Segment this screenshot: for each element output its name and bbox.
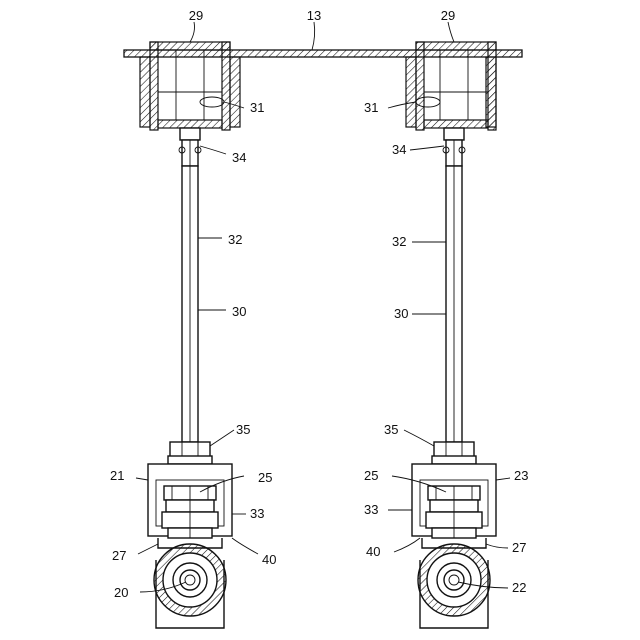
right-top-clip (443, 128, 465, 166)
right-rod-label: 32 (392, 234, 406, 249)
right-bottom-clip-label: 35 (384, 422, 398, 437)
left-tube-label: 30 (232, 304, 246, 319)
left-top-clip (179, 128, 201, 166)
left-tube (182, 166, 198, 442)
right-nut-label: 33 (364, 502, 378, 517)
left-bottom-clip-label: 35 (236, 422, 250, 437)
right-clamp-label: 25 (364, 468, 378, 483)
right-bottom-clip (432, 442, 476, 464)
left-clamp-body (148, 464, 232, 538)
left-clamp-label: 25 (258, 470, 272, 485)
right-tube (446, 166, 462, 442)
right-hanger-assembly (406, 42, 496, 628)
right-bracket-label: 29 (441, 8, 455, 23)
left-collar-label: 40 (262, 552, 276, 567)
ceiling-label: 13 (307, 8, 321, 23)
right-top-clip-label: 34 (392, 142, 406, 157)
left-top-clip-label: 34 (232, 150, 246, 165)
left-pipe (154, 544, 226, 628)
left-assembly-label: 21 (110, 468, 124, 483)
left-pin-hole-label: 31 (250, 100, 264, 115)
right-pin-hole-label: 31 (364, 100, 378, 115)
left-hanger-assembly (140, 42, 240, 628)
right-pipe-label: 22 (512, 580, 526, 595)
right-assembly-label: 23 (514, 468, 528, 483)
left-bottom-clip (168, 442, 212, 464)
left-nut-label: 33 (250, 506, 264, 521)
left-clip-plate-label: 27 (112, 548, 126, 563)
right-collar-label: 40 (366, 544, 380, 559)
right-tube-label: 30 (394, 306, 408, 321)
ceiling-plate (124, 50, 522, 57)
right-clip-plate-label: 27 (512, 540, 526, 555)
left-pipe-label: 20 (114, 585, 128, 600)
left-rod-label: 32 (228, 232, 242, 247)
left-bracket-label: 29 (189, 8, 203, 23)
right-clamp-body (412, 464, 496, 538)
